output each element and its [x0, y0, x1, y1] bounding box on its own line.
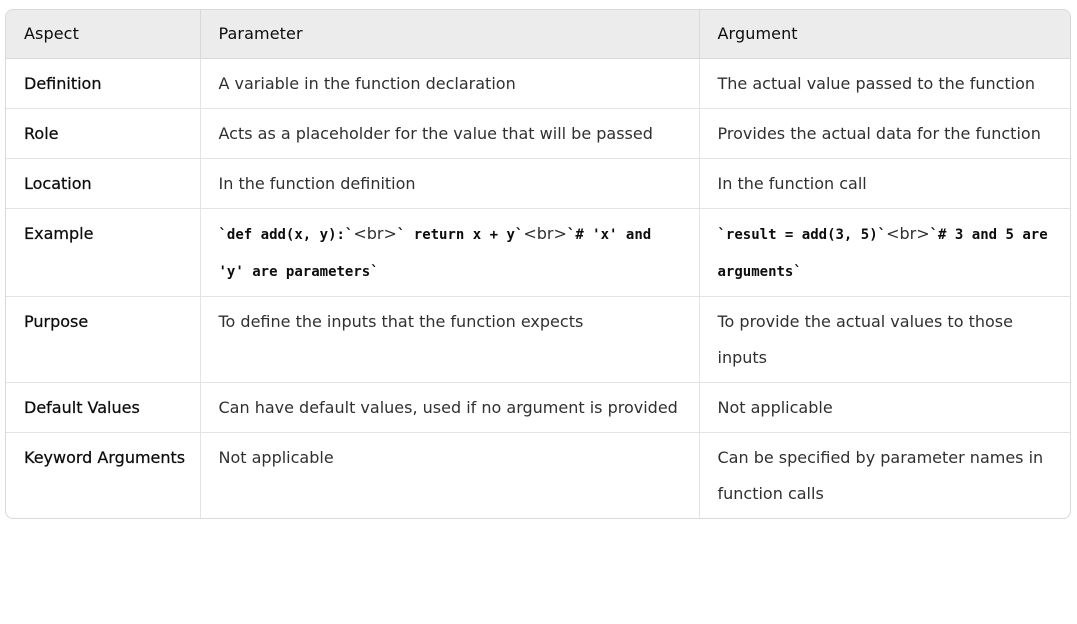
- comparison-table: Aspect Parameter Argument Definition A v…: [6, 10, 1070, 518]
- comparison-table-container: Aspect Parameter Argument Definition A v…: [5, 9, 1071, 519]
- table-row: Example `def add(x, y):`<br>` return x +…: [6, 207, 1070, 296]
- table-row: Location In the function definition In t…: [6, 157, 1070, 208]
- parameter-cell: A variable in the function declaration: [199, 58, 699, 108]
- header-aspect: Aspect: [6, 10, 200, 59]
- table-header: Aspect Parameter Argument: [6, 10, 1070, 59]
- table-row: Purpose To define the inputs that the fu…: [6, 295, 1070, 382]
- code-snippet: `result = add(3, 5)`: [717, 226, 887, 243]
- code-snippet: ` return x + y`: [396, 226, 524, 243]
- argument-cell: The actual value passed to the function: [698, 58, 1070, 108]
- table-row: Default Values Can have default values, …: [6, 381, 1070, 432]
- argument-cell: In the function call: [698, 157, 1070, 208]
- argument-cell: Can be specified by parameter names in f…: [698, 431, 1070, 518]
- aspect-cell: Purpose: [6, 295, 200, 382]
- br-tag-text: <br>: [523, 223, 567, 243]
- aspect-cell: Definition: [24, 73, 102, 93]
- header-argument: Argument: [698, 10, 1070, 59]
- code-snippet: `def add(x, y):`: [218, 226, 354, 243]
- parameter-cell: Can have default values, used if no argu…: [199, 381, 699, 432]
- parameter-cell: To define the inputs that the function e…: [199, 295, 699, 382]
- code-snippet: `# 3 and 5 are arguments`: [717, 226, 1048, 280]
- aspect-cell: Example: [6, 207, 200, 296]
- code-snippet: `# 'x' and 'y' are parameters`: [218, 226, 652, 280]
- parameter-cell: Acts as a placeholder for the value that…: [199, 107, 699, 158]
- aspect-cell: Location: [6, 157, 200, 208]
- table-row: Definition A variable in the function de…: [6, 58, 1070, 108]
- argument-cell: Provides the actual data for the functio…: [698, 107, 1070, 158]
- parameter-cell: In the function definition: [199, 157, 699, 208]
- argument-code-cell: `result = add(3, 5)`<br>`# 3 and 5 are a…: [698, 207, 1070, 296]
- table-body: Definition A variable in the function de…: [6, 58, 1070, 518]
- parameter-code-cell: `def add(x, y):`<br>` return x + y`<br>`…: [199, 207, 699, 296]
- header-row: Aspect Parameter Argument: [6, 10, 1070, 59]
- header-parameter: Parameter: [199, 10, 699, 59]
- table-row: Keyword Arguments Not applicable Can be …: [6, 431, 1070, 518]
- aspect-cell: Keyword Arguments: [6, 431, 200, 518]
- argument-cell: To provide the actual values to those in…: [698, 295, 1070, 382]
- table-row: Role Acts as a placeholder for the value…: [6, 107, 1070, 158]
- parameter-cell: Not applicable: [199, 431, 699, 518]
- aspect-cell: Default Values: [6, 381, 200, 432]
- argument-cell: Not applicable: [698, 381, 1070, 432]
- br-tag-text: <br>: [886, 223, 930, 243]
- br-tag-text: <br>: [353, 223, 397, 243]
- aspect-cell: Role: [6, 107, 200, 158]
